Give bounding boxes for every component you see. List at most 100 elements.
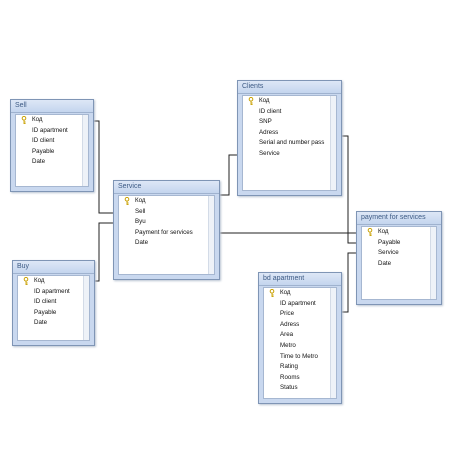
field-label: ID client [32,137,55,145]
key-icon [21,116,27,124]
field-row[interactable]: ID client [16,136,88,147]
field-row[interactable]: Service [362,248,436,259]
key-icon [248,97,254,105]
field-row[interactable]: Payable [16,147,88,158]
field-label: Date [378,259,392,267]
field-label: Rooms [280,373,300,381]
scrollbar[interactable] [430,227,436,299]
table-service-title: Service [114,181,219,194]
field-label: ID apartment [32,126,68,134]
field-label: Код [378,228,389,235]
field-row[interactable]: ID apartment [16,126,88,137]
field-row[interactable]: ID apartment [264,299,336,310]
field-row[interactable]: Код [243,96,336,107]
scrollbar[interactable] [83,276,89,340]
field-label: Byu [135,218,146,226]
table-service[interactable]: Service Код Sell Byu Payment for service… [113,180,220,280]
key-icon [124,197,130,205]
field-row[interactable]: Serial and number pass [243,138,336,149]
field-row[interactable]: Price [264,309,336,320]
field-label: Payable [34,308,57,316]
field-row[interactable]: Area [264,330,336,341]
key-icon [367,228,373,236]
table-sell[interactable]: Sell Код ID apartment ID client Payable … [10,99,94,192]
field-row[interactable]: Код [16,115,88,126]
field-row[interactable]: Payable [362,238,436,249]
table-clients-title: Clients [238,81,341,94]
field-row[interactable]: Date [16,157,88,168]
field-label: ID apartment [280,299,316,307]
table-bd-apartment[interactable]: bd apartment Код ID apartment Price Adre… [258,272,342,404]
field-label: Код [34,277,45,284]
scrollbar[interactable] [330,96,336,190]
table-apartment-fields: Код ID apartment Price Adress Area Metro… [263,287,337,399]
table-buy-fields: Код ID apartment ID client Payable Date [17,275,90,341]
field-label: Код [32,116,43,123]
table-service-fields: Код Sell Byu Payment for services Date [118,195,215,275]
relation-sell-service [93,120,113,214]
field-label: Price [280,310,295,318]
field-row[interactable]: Код [18,276,89,287]
field-row[interactable]: Time to Metro [264,352,336,363]
field-row[interactable]: Rooms [264,373,336,384]
table-buy[interactable]: Buy Код ID apartment ID client Payable D… [12,260,95,346]
field-label: Date [32,158,46,166]
relation-apartment-payment [341,252,356,313]
table-buy-title: Buy [13,261,94,274]
field-label: Код [135,197,146,204]
field-label: Payment for services [135,228,193,236]
field-label: ID client [34,298,57,306]
field-label: Service [378,249,399,257]
field-label: Rating [280,363,298,371]
field-row[interactable]: ID client [243,107,336,118]
field-row[interactable]: Status [264,383,336,394]
table-payment-for-services[interactable]: payment for services Код Payable Service… [356,211,442,305]
table-clients-fields: Код ID client SNP Adress Serial and numb… [242,95,337,191]
field-row[interactable]: Payable [18,308,89,319]
scrollbar[interactable] [208,196,214,274]
field-row[interactable]: Код [264,288,336,299]
field-row[interactable]: Service [243,149,336,160]
field-row[interactable]: Код [362,227,436,238]
field-label: ID client [259,107,282,115]
table-sell-fields: Код ID apartment ID client Payable Date [15,114,89,187]
table-apartment-title: bd apartment [259,273,341,286]
field-row[interactable]: Byu [119,217,214,228]
key-icon [269,289,275,297]
scrollbar[interactable] [82,115,88,186]
field-label: Status [280,384,298,392]
field-label: Adress [280,320,300,328]
scrollbar[interactable] [330,288,336,398]
table-sell-title: Sell [11,100,93,113]
field-row[interactable]: Adress [243,128,336,139]
field-row[interactable]: Date [119,238,214,249]
field-row[interactable]: ID apartment [18,287,89,298]
field-row[interactable]: Sell [119,207,214,218]
field-row[interactable]: Adress [264,320,336,331]
relation-buy-service [93,222,113,282]
relation-clients-payment [341,135,356,244]
field-label: Payable [378,238,401,246]
table-payment-title: payment for services [357,212,441,225]
key-icon [23,277,29,285]
field-label: Metro [280,341,296,349]
field-label: Service [259,149,280,157]
field-row[interactable]: Date [362,259,436,270]
field-row[interactable]: Metro [264,341,336,352]
field-label: Area [280,331,294,339]
field-row[interactable]: Payment for services [119,228,214,239]
field-label: Serial and number pass [259,139,325,147]
field-label: Sell [135,207,146,215]
field-row[interactable]: Код [119,196,214,207]
field-row[interactable]: Date [18,318,89,329]
field-label: Код [280,289,291,296]
field-row[interactable]: ID client [18,297,89,308]
field-label: ID apartment [34,287,70,295]
field-row[interactable]: Rating [264,362,336,373]
field-row[interactable]: SNP [243,117,336,128]
field-label: Date [34,319,48,327]
table-clients[interactable]: Clients Код ID client SNP Adress Serial … [237,80,342,196]
field-label: Time to Metro [280,352,318,360]
field-label: Date [135,239,149,247]
